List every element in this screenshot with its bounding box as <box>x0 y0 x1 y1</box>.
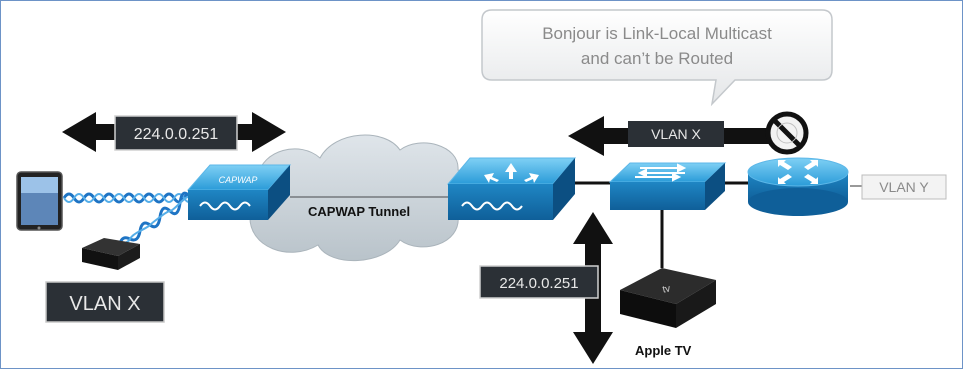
multicast-arrow-bottom: 224.0.0.251 <box>479 212 613 364</box>
network-switch <box>608 162 727 210</box>
wireless-signal-ipad <box>62 192 196 204</box>
apple-tv-caption: Apple TV <box>635 343 692 358</box>
apple-tv-logo: tv <box>662 283 672 295</box>
vlan-y-box: VLAN Y <box>861 174 947 200</box>
vlan-x-arrow-label: VLAN X <box>651 126 701 142</box>
wave-icon <box>199 201 251 211</box>
router <box>747 157 849 216</box>
callout-line-1: Bonjour is Link-Local Multicast <box>542 24 772 43</box>
vlan-x-box: VLAN X <box>45 281 165 323</box>
access-point: CAPWAP <box>186 164 292 220</box>
wireless-controller <box>446 157 577 220</box>
multicast-address-bottom: 224.0.0.251 <box>499 275 578 292</box>
controller-arrows-icon <box>484 163 539 183</box>
switch-arrows-icon <box>635 163 687 182</box>
vlan-y-label: VLAN Y <box>879 179 929 195</box>
callout-bubble: Bonjour is Link-Local Multicast and can’… <box>481 9 833 107</box>
ipad-device <box>16 171 63 231</box>
apple-tv-small <box>82 238 140 270</box>
no-entry-icon <box>765 111 809 155</box>
callout-line-2: and can’t be Routed <box>581 49 733 68</box>
ap-label: CAPWAP <box>219 175 258 185</box>
wave-icon <box>461 201 523 211</box>
multicast-arrow-left: 224.0.0.251 <box>62 112 286 152</box>
vlan-x-arrow: VLAN X <box>568 116 785 156</box>
tunnel-label: CAPWAP Tunnel <box>308 204 410 219</box>
multicast-address-left: 224.0.0.251 <box>134 126 219 143</box>
vlan-x-box-label: VLAN X <box>69 293 140 315</box>
apple-tv-large: tv <box>620 268 716 328</box>
router-arrows-icon <box>778 160 818 184</box>
